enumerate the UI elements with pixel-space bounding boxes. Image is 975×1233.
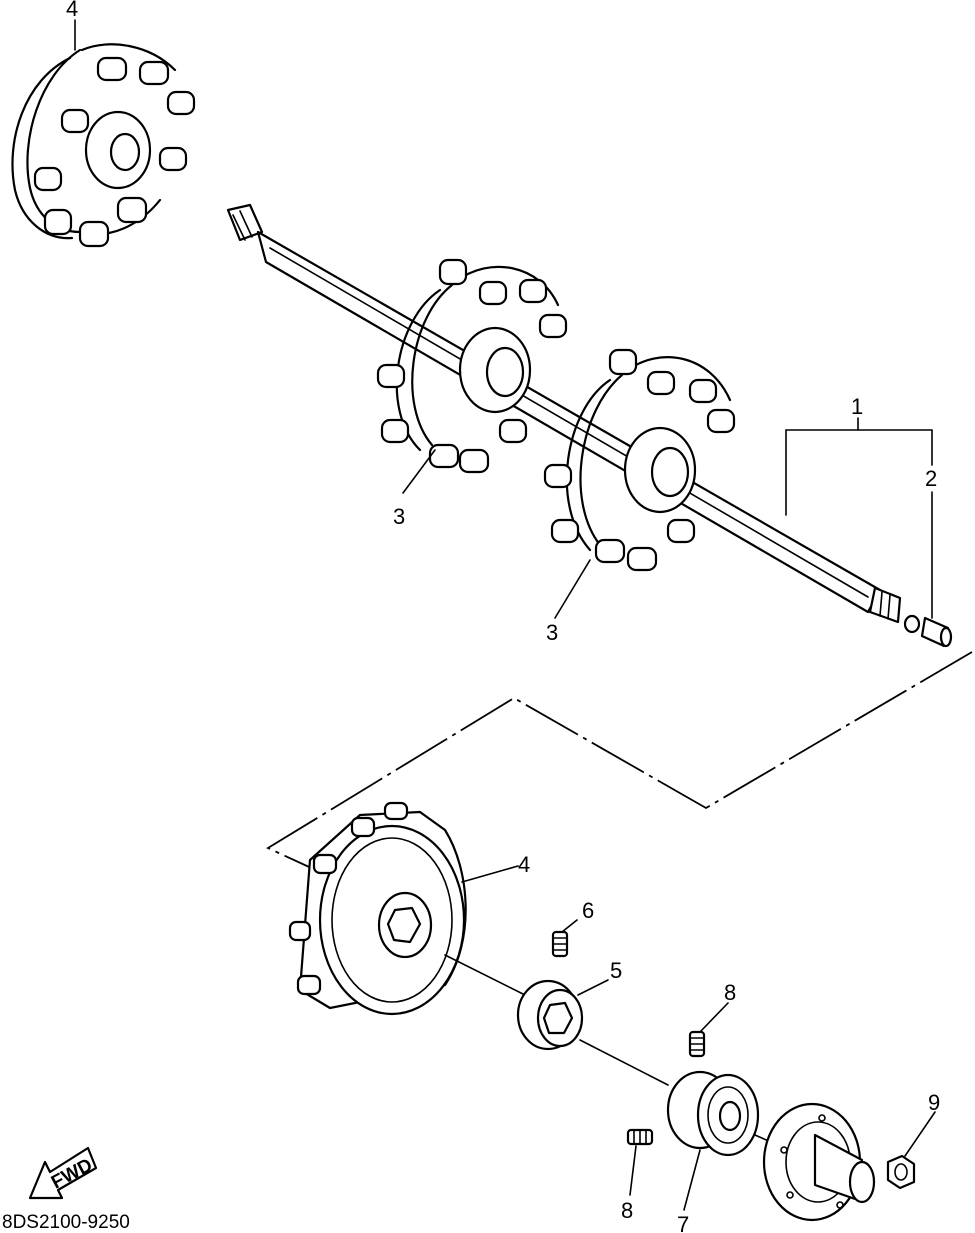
drive-shaft [226,203,902,624]
fwd-arrow-icon: FWD [28,1146,98,1200]
part-label-9: 9 [928,1090,940,1115]
set-screw-6 [551,930,569,958]
part-label-7: 7 [677,1212,689,1233]
hub-flange [762,1102,876,1222]
idler-wheel-bottom [288,801,467,1016]
sprocket-middle-right [543,348,736,572]
part-label-3-right: 3 [546,620,558,645]
bearing [666,1070,760,1157]
part-label-3-left: 3 [393,504,405,529]
sprocket-wheel-top [11,43,196,248]
part-label-1: 1 [851,394,863,419]
leader-lines [74,19,936,1211]
axis-line-2 [579,1039,669,1086]
shaft-end-bolt [903,614,953,648]
part-label-4-top: 4 [66,0,78,21]
sprocket-middle-left [376,258,568,474]
set-screw-8-top [688,1030,706,1058]
set-screw-8-bottom [626,1128,654,1146]
part-label-8-bottom: 8 [621,1198,633,1223]
part-label-5: 5 [610,958,622,983]
nut [886,1154,916,1190]
part-label-6: 6 [582,898,594,923]
axis-line-1 [444,954,526,996]
drawing-code: 8DS2100-9250 [2,1212,130,1233]
part-label-2: 2 [925,466,937,491]
assembly-dashed-line [266,651,973,873]
part-label-4-bottom: 4 [518,852,530,877]
part-label-8-top: 8 [724,980,736,1005]
collar [516,979,584,1051]
label-bracket-1-2 [785,417,933,619]
